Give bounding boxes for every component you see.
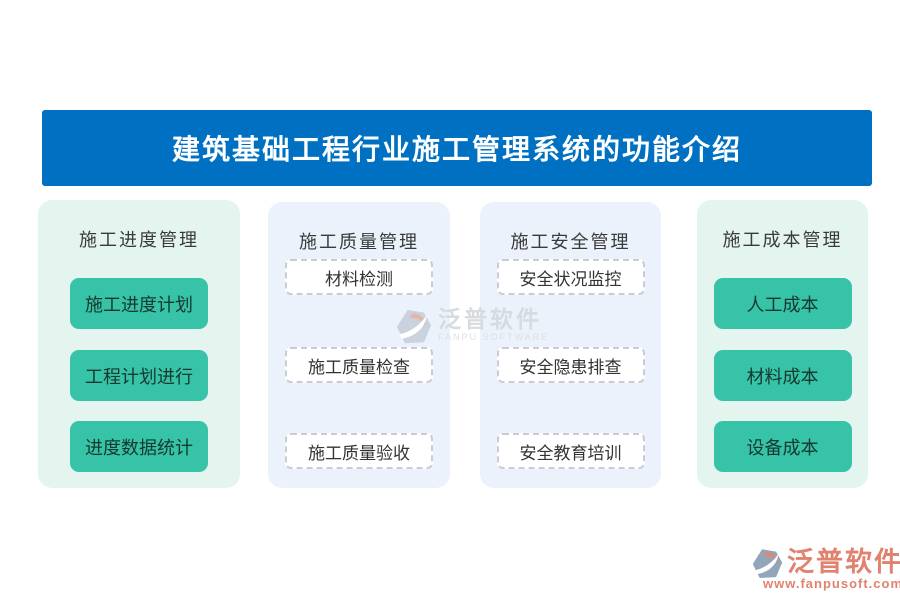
footer-brand-name: 泛普软件 (787, 547, 900, 577)
safety-monitoring-button[interactable]: 安全状况监控 (496, 259, 645, 295)
panel-title-safety: 施工安全管理 (510, 232, 631, 252)
panel-progress-management: 施工进度管理 施工进度计划 工程计划进行 进度数据统计 (38, 200, 240, 488)
panel-title-progress: 施工进度管理 (79, 230, 199, 250)
panel-cost-management: 施工成本管理 人工成本 材料成本 设备成本 (697, 200, 868, 488)
project-plan-button[interactable]: 工程计划进行 (70, 350, 208, 401)
panel-safety-management: 施工安全管理 安全状况监控 安全隐患排查 安全教育培训 (480, 202, 661, 488)
hazard-investigation-button[interactable]: 安全隐患排查 (496, 347, 645, 383)
title-banner: 建筑基础工程行业施工管理系统的功能介绍 (42, 110, 872, 186)
footer-brand: 泛普软件 www.fanpusoft.com (752, 548, 900, 591)
panel-title-cost: 施工成本管理 (722, 230, 843, 250)
progress-plan-button[interactable]: 施工进度计划 (70, 278, 208, 329)
material-cost-button[interactable]: 材料成本 (713, 350, 852, 401)
footer-brand-url: www.fanpusoft.com (763, 576, 900, 591)
safety-training-button[interactable]: 安全教育培训 (496, 433, 645, 469)
equipment-cost-button[interactable]: 设备成本 (713, 421, 852, 472)
quality-acceptance-button[interactable]: 施工质量验收 (285, 433, 433, 469)
footer-brand-text: 泛普软件 www.fanpusoft.com (763, 547, 900, 591)
material-testing-button[interactable]: 材料检测 (285, 259, 433, 295)
fanpu-logo-icon (752, 548, 783, 585)
page-title: 建筑基础工程行业施工管理系统的功能介绍 (171, 135, 742, 166)
quality-inspection-button[interactable]: 施工质量检查 (285, 347, 433, 383)
progress-stats-button[interactable]: 进度数据统计 (70, 421, 208, 472)
labor-cost-button[interactable]: 人工成本 (713, 278, 852, 329)
panel-title-quality: 施工质量管理 (299, 232, 419, 252)
panel-quality-management: 施工质量管理 材料检测 施工质量检查 施工质量验收 (268, 202, 450, 488)
